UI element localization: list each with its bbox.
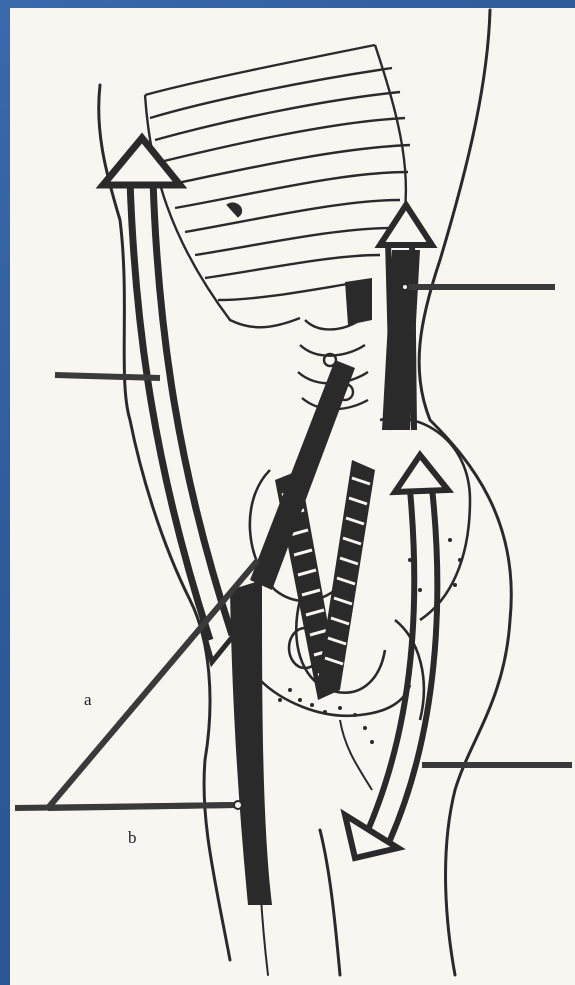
label-b: b (128, 828, 137, 847)
pointer-abdomen-dot (402, 284, 408, 290)
pointer-a-triangle (48, 560, 258, 808)
label-a: a (84, 690, 92, 709)
pointer-back (55, 375, 160, 378)
pointer-b-dot (234, 801, 242, 809)
psoas-muscle-right (318, 460, 375, 690)
